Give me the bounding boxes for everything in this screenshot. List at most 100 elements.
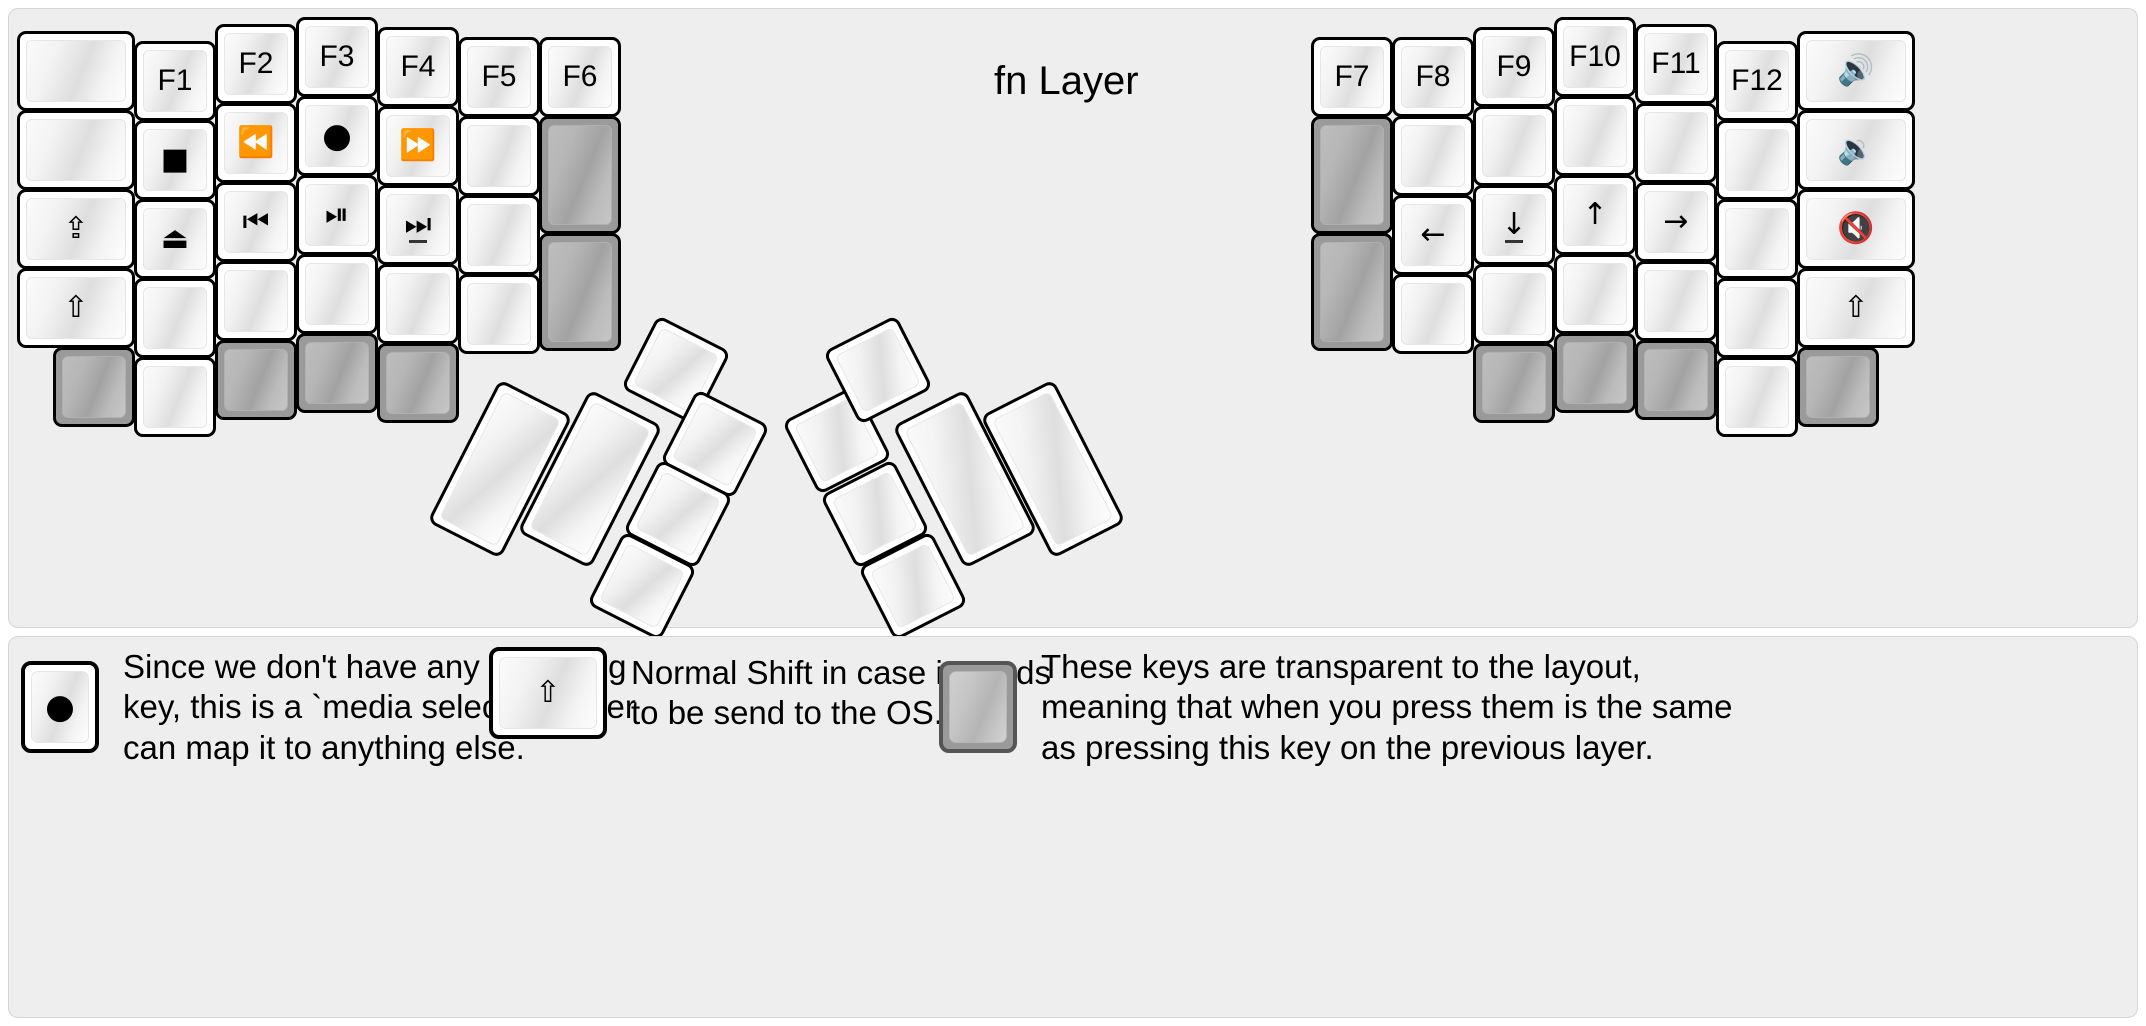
keycap-face: F8	[1401, 46, 1465, 108]
key-right-c0-r2-transparent[interactable]	[1311, 233, 1393, 351]
keycap-face	[143, 287, 207, 349]
arrow-down-icon: ↓	[1501, 207, 1527, 242]
key-left-c2-r4-transparent[interactable]	[215, 340, 297, 420]
keycap-face	[1644, 112, 1708, 174]
keycap-face: F7	[1320, 46, 1384, 108]
key-left-c5-r3[interactable]	[458, 274, 540, 354]
keycap-face	[62, 356, 126, 418]
key-right-c4-r2-arrow-right[interactable]: →	[1635, 182, 1717, 262]
keycap-face: ⏮	[224, 191, 288, 253]
key-left-c1-r0-f1[interactable]: F1	[134, 41, 216, 121]
key-left-c1-r4[interactable]	[134, 357, 216, 437]
keycap-face	[834, 326, 922, 414]
key-right-c5-r4[interactable]	[1716, 357, 1798, 437]
key-left-c0-r1[interactable]	[17, 110, 135, 190]
key-left-c4-r3[interactable]	[377, 264, 459, 344]
keycap-face	[386, 273, 450, 335]
keycap-face	[467, 125, 531, 187]
key-right-c4-r4-transparent[interactable]	[1635, 340, 1717, 420]
shift-icon: ⇧	[535, 675, 561, 710]
keycap-face: ←	[1401, 204, 1465, 266]
key-right-c6-r2-volume-mute[interactable]: 🔇	[1797, 189, 1915, 269]
key-left-c0-r3-shift[interactable]: ⇧	[17, 268, 135, 348]
key-left-c0-r2-capslock[interactable]: ⇪	[17, 189, 135, 269]
key-left-c6-r1-transparent[interactable]	[539, 116, 621, 234]
key-label: F2	[238, 47, 274, 80]
key-right-c5-r1[interactable]	[1716, 120, 1798, 200]
key-left-c6-r0-f6[interactable]: F6	[539, 37, 621, 117]
key-right-c3-r4-transparent[interactable]	[1554, 333, 1636, 413]
key-left-c5-r1[interactable]	[458, 116, 540, 196]
key-left-c5-r2[interactable]	[458, 195, 540, 275]
key-left-c2-r0-f2[interactable]: F2	[215, 24, 297, 104]
key-right-c2-r0-f9[interactable]: F9	[1473, 27, 1555, 107]
record-icon: ●	[45, 687, 75, 728]
key-right-c1-r2-arrow-left[interactable]: ←	[1392, 195, 1474, 275]
key-right-c6-r3-shift[interactable]: ⇧	[1797, 268, 1915, 348]
key-left-c5-r0-f5[interactable]: F5	[458, 37, 540, 117]
key-right-c2-r3[interactable]	[1473, 264, 1555, 344]
key-right-c2-r2-arrow-down[interactable]: ↓	[1473, 185, 1555, 265]
key-right-c3-r3[interactable]	[1554, 254, 1636, 334]
keycap-face	[548, 125, 612, 225]
keycap-face: ⏏	[143, 208, 207, 270]
keycap-face: 🔇	[1806, 198, 1906, 260]
arrow-up-icon: ↑	[1582, 197, 1608, 232]
keycap-face: →	[1644, 191, 1708, 253]
key-left-c2-r1-rewind[interactable]: ⏪	[215, 103, 297, 183]
key-left-c1-r1-stop[interactable]: ■	[134, 120, 216, 200]
keycap-face	[1563, 105, 1627, 167]
key-right-c6-r4-transparent[interactable]	[1797, 347, 1879, 427]
key-right-c0-r0-f7[interactable]: F7	[1311, 37, 1393, 117]
key-left-c1-r3[interactable]	[134, 278, 216, 358]
key-left-c3-r2-play-pause[interactable]: ⏯	[296, 175, 378, 255]
key-left-c4-r4-transparent[interactable]	[377, 343, 459, 423]
key-right-c4-r3[interactable]	[1635, 261, 1717, 341]
key-left-c4-r1-fast-forward[interactable]: ⏩	[377, 106, 459, 186]
key-right-c3-r2-arrow-up[interactable]: ↑	[1554, 175, 1636, 255]
key-right-c5-r2[interactable]	[1716, 199, 1798, 279]
key-left-c3-r3[interactable]	[296, 254, 378, 334]
keycap-face: ⏯	[305, 184, 369, 246]
key-left-c2-r2-prev-track[interactable]: ⏮	[215, 182, 297, 262]
keycap-face	[1482, 273, 1546, 335]
key-right-c0-r1-transparent[interactable]	[1311, 116, 1393, 234]
key-left-c4-r0-f4[interactable]: F4	[377, 27, 459, 107]
key-left-c3-r1-record[interactable]: ●	[296, 96, 378, 176]
keycap-face	[26, 119, 126, 181]
key-left-c1-r2-eject[interactable]: ⏏	[134, 199, 216, 279]
keycap-face: F11	[1644, 33, 1708, 95]
shift-icon: ⇧	[63, 290, 89, 325]
shift-icon: ⇧	[1843, 290, 1869, 325]
key-right-c1-r1[interactable]	[1392, 116, 1474, 196]
key-left-c3-r4-transparent[interactable]	[296, 333, 378, 413]
key-left-c2-r3[interactable]	[215, 261, 297, 341]
key-right-c5-r3[interactable]	[1716, 278, 1798, 358]
key-left-c3-r0-f3[interactable]: F3	[296, 17, 378, 97]
key-right-c6-r0-volume-up[interactable]: 🔊	[1797, 31, 1915, 111]
key-right-c4-r1[interactable]	[1635, 103, 1717, 183]
key-right-c3-r0-f10[interactable]: F10	[1554, 17, 1636, 97]
record-icon: ●	[322, 116, 352, 156]
key-left-c6-r2-transparent[interactable]	[539, 233, 621, 351]
key-underbar-marker	[409, 240, 427, 243]
key-right-c6-r1-volume-down[interactable]: 🔉	[1797, 110, 1915, 190]
key-label: F4	[400, 50, 436, 83]
key-right-c2-r1[interactable]	[1473, 106, 1555, 186]
key-right-c1-r3[interactable]	[1392, 274, 1474, 354]
key-right-c4-r0-f11[interactable]: F11	[1635, 24, 1717, 104]
key-right-c5-r0-f12[interactable]: F12	[1716, 41, 1798, 121]
keycap-face: ↑	[1563, 184, 1627, 246]
arrow-right-icon: →	[1663, 204, 1689, 239]
keycap-face	[1401, 283, 1465, 345]
key-right-c1-r0-f8[interactable]: F8	[1392, 37, 1474, 117]
key-left-c0-r0[interactable]	[17, 31, 135, 111]
key-right-c3-r1[interactable]	[1554, 96, 1636, 176]
keycap-face	[1320, 125, 1384, 225]
key-left-c4-r2-next-track[interactable]: ⏭	[377, 185, 459, 265]
key-right-c2-r4-transparent[interactable]	[1473, 343, 1555, 423]
keycap-face	[1725, 129, 1789, 191]
keycap-face: ⇧	[26, 277, 126, 339]
key-left-c0-r4-transparent[interactable]	[53, 347, 135, 427]
keycap-face	[1725, 208, 1789, 270]
